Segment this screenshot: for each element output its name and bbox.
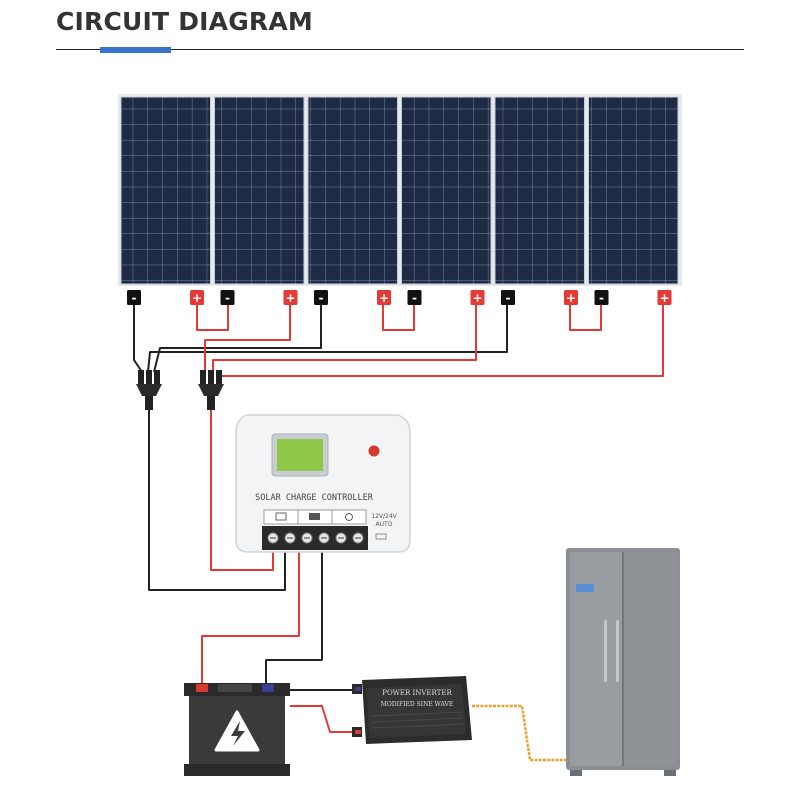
negative-wire: [148, 410, 286, 591]
panel-wiring: [133, 305, 664, 733]
positive-terminal-sign: +: [472, 291, 482, 305]
ac-output-cord: [472, 704, 570, 762]
positive-terminal-sign: +: [192, 291, 202, 305]
load-icon: [345, 513, 353, 521]
positive-terminal: [377, 290, 391, 305]
usb-port: [375, 533, 387, 540]
solar-icon: [275, 512, 287, 521]
positive-wire: [204, 305, 291, 372]
solar-panel: [401, 96, 492, 285]
inverter-label-line1: POWER INVERTER: [382, 689, 452, 697]
positive-terminal-sign: +: [379, 291, 389, 305]
negative-terminal-sign: -: [599, 291, 604, 305]
negative-terminal-sign: -: [506, 291, 511, 305]
solar-panel: [494, 96, 585, 285]
refrigerator-icon: [566, 548, 680, 776]
positive-wire: [218, 305, 664, 385]
solar-panel: [307, 96, 398, 285]
solar-panel: [120, 96, 211, 285]
title-accent-bar: [100, 47, 171, 53]
negative-terminal: [594, 290, 609, 305]
positive-terminal: [564, 290, 578, 305]
charge-controller: SOLAR CHARGE CONTROLLER 12V/24V AUTO: [235, 414, 411, 553]
negative-wire: [265, 552, 323, 688]
battery-icon: [309, 513, 320, 520]
battery-positive-terminal: [196, 684, 208, 692]
battery: [184, 683, 290, 776]
negative-wire: [153, 305, 322, 373]
positive-terminal-sign: +: [566, 291, 576, 305]
positive-terminal: [283, 290, 298, 305]
negative-terminal: [501, 290, 515, 305]
mc4-branch-connector-negative: [136, 370, 162, 410]
negative-terminal-sign: -: [412, 291, 417, 305]
negative-terminal-sign: -: [319, 291, 324, 305]
controller-mode-text: AUTO: [376, 521, 393, 528]
title-underline: [56, 49, 744, 50]
high-voltage-icon: [214, 710, 260, 752]
controller-voltage-text: 12V/24V: [371, 513, 397, 520]
negative-terminal-sign: -: [225, 291, 230, 305]
inverter-label-line2: MODIFIED SINE WAVE: [381, 701, 454, 708]
positive-wire: [201, 552, 300, 688]
lcd-display: [277, 439, 323, 471]
power-inverter: POWER INVERTER MODIFIED SINE WAVE: [352, 676, 472, 744]
fridge-handle: [604, 620, 607, 682]
solar-panel: [588, 96, 679, 285]
fridge-handle: [616, 620, 619, 682]
positive-wire: [212, 305, 477, 372]
solar-panel-array: [118, 94, 682, 286]
negative-terminal: [220, 290, 235, 305]
negative-terminal: [407, 290, 422, 305]
jumper-wire: [569, 305, 602, 331]
negative-terminal: [127, 290, 141, 305]
battery-negative-terminal: [262, 684, 274, 692]
controller-label: SOLAR CHARGE CONTROLLER: [255, 493, 374, 503]
mc4-branch-connector-positive: [198, 370, 224, 410]
positive-terminal: [470, 290, 485, 305]
positive-terminal: [657, 290, 672, 305]
controller-button: [368, 445, 380, 457]
positive-wire: [210, 410, 274, 571]
jumper-wire: [196, 305, 229, 331]
negative-terminal: [314, 290, 328, 305]
jumper-wire: [382, 305, 415, 331]
panel-terminals: - + - + - + - + - + - +: [127, 290, 672, 305]
positive-terminal: [190, 290, 204, 305]
negative-terminal-sign: -: [132, 291, 137, 305]
page-title: CIRCUIT DIAGRAM: [56, 7, 314, 36]
fridge-display: [576, 584, 594, 592]
negative-wire: [147, 305, 508, 373]
positive-terminal-sign: +: [659, 291, 669, 305]
positive-wire: [290, 705, 358, 733]
solar-panel: [214, 96, 305, 285]
positive-terminal-sign: +: [285, 291, 295, 305]
negative-wire: [133, 305, 143, 373]
